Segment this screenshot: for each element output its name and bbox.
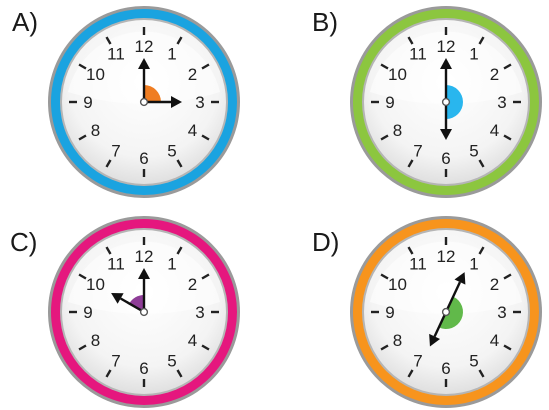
clock-numeral: 11	[107, 255, 125, 274]
center-pin	[141, 99, 148, 106]
clock-numeral: 9	[83, 93, 92, 112]
clock-numeral: 7	[111, 351, 120, 370]
clock-numeral: 1	[167, 255, 176, 274]
option-label: D)	[312, 229, 339, 255]
clock-numeral: 4	[490, 121, 499, 140]
clock-numeral: 5	[167, 141, 176, 160]
clock-numeral: 4	[188, 121, 197, 140]
clock-numeral: 11	[107, 45, 125, 64]
clock-numeral: 9	[83, 303, 92, 322]
clock-numeral: 4	[490, 331, 499, 350]
clock-numeral: 3	[195, 93, 204, 112]
clock-numeral: 4	[188, 331, 197, 350]
clock-numeral: 3	[497, 93, 506, 112]
center-pin	[443, 309, 450, 316]
clock-numeral: 8	[91, 331, 100, 350]
clock-numeral: 6	[441, 359, 450, 378]
clock-numeral: 6	[139, 359, 148, 378]
clock-numeral: 1	[167, 45, 176, 64]
clock-numeral: 11	[409, 45, 427, 64]
clock-numeral: 10	[86, 275, 105, 294]
clock-numeral: 6	[139, 149, 148, 168]
clock-numeral: 1	[469, 45, 478, 64]
clock-numeral: 6	[441, 149, 450, 168]
center-pin	[443, 99, 450, 106]
clock-numeral: 7	[413, 351, 422, 370]
option-label: B)	[312, 9, 338, 35]
clock-numeral: 7	[111, 141, 120, 160]
clock-numeral: 5	[469, 141, 478, 160]
clock-numeral: 2	[490, 65, 499, 84]
clock-numeral: 2	[188, 65, 197, 84]
clock-panel-c: C) 12 12 3 45678 9 1011	[0, 204, 274, 408]
clock-numeral: 2	[490, 275, 499, 294]
clock-numeral: 12	[437, 247, 456, 266]
clock-numeral: 10	[388, 65, 407, 84]
clock-numeral: 2	[188, 275, 197, 294]
clock-numeral: 5	[167, 351, 176, 370]
option-label: C)	[10, 229, 37, 255]
clock-numeral: 3	[195, 303, 204, 322]
clock-numeral: 8	[91, 121, 100, 140]
clock-numeral: 8	[393, 331, 402, 350]
clock-numeral: 10	[86, 65, 105, 84]
clock-numeral: 5	[469, 351, 478, 370]
clock-numeral: 12	[135, 37, 154, 56]
option-label: A)	[12, 9, 38, 35]
clock-numeral: 3	[497, 303, 506, 322]
clock-numeral: 9	[385, 303, 394, 322]
clock-numeral: 10	[388, 275, 407, 294]
clock-numeral: 12	[135, 247, 154, 266]
clock-numeral: 1	[469, 255, 478, 274]
clock-numeral: 7	[413, 141, 422, 160]
clock-numeral: 11	[409, 255, 427, 274]
clock-numeral: 8	[393, 121, 402, 140]
center-pin	[141, 309, 148, 316]
clock-numeral: 9	[385, 93, 394, 112]
clock-face: 12 12 3 45678 9 1011	[348, 214, 544, 410]
clock-numeral: 12	[437, 37, 456, 56]
